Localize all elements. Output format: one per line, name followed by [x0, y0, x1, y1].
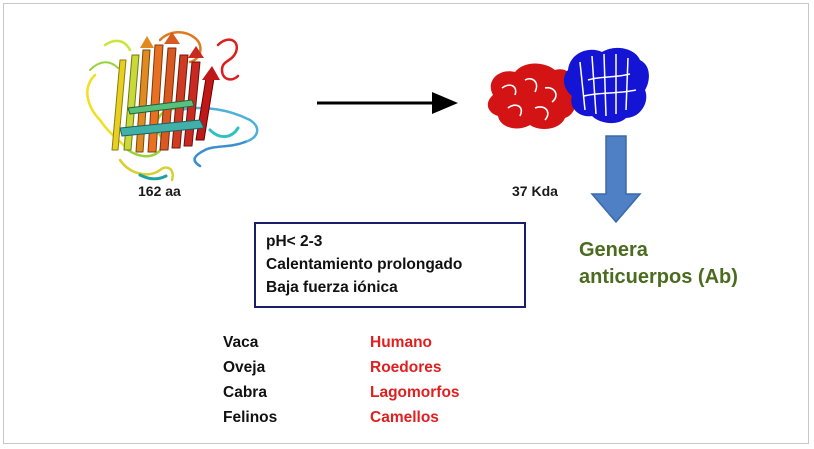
condition-item: pH< 2-3 — [266, 233, 323, 250]
down-arrow — [590, 135, 642, 224]
species-item: Cabra — [223, 384, 267, 401]
dimer-structure-image — [487, 47, 649, 130]
species-item: Roedores — [370, 359, 442, 376]
condition-item: Calentamiento prolongado — [266, 256, 463, 273]
antibody-outcome-text: Genera anticuerpos (Ab) — [579, 237, 738, 291]
species-item: Oveja — [223, 359, 266, 376]
monomer-structure-image — [86, 31, 259, 182]
outcome-line-2: anticuerpos (Ab) — [579, 266, 738, 288]
transformation-arrow — [317, 92, 458, 114]
species-item: Lagomorfos — [370, 384, 460, 401]
condition-item: Baja fuerza iónica — [266, 279, 398, 296]
species-item: Vaca — [223, 334, 259, 351]
species-list-response: Humano Roedores Lagomorfos Camellos — [370, 330, 460, 430]
outcome-line-1: Genera — [579, 239, 648, 261]
dimer-size-label: 37 Kda — [512, 183, 558, 199]
protein-size-label: 162 aa — [138, 183, 181, 199]
conditions-box: pH< 2-3 Calentamiento prolongado Baja fu… — [254, 222, 526, 308]
slide-frame — [3, 3, 809, 444]
species-list-no-response: Vaca Oveja Cabra Felinos — [223, 330, 277, 430]
species-item: Humano — [370, 334, 432, 351]
species-item: Felinos — [223, 409, 278, 426]
species-item: Camellos — [370, 409, 439, 426]
